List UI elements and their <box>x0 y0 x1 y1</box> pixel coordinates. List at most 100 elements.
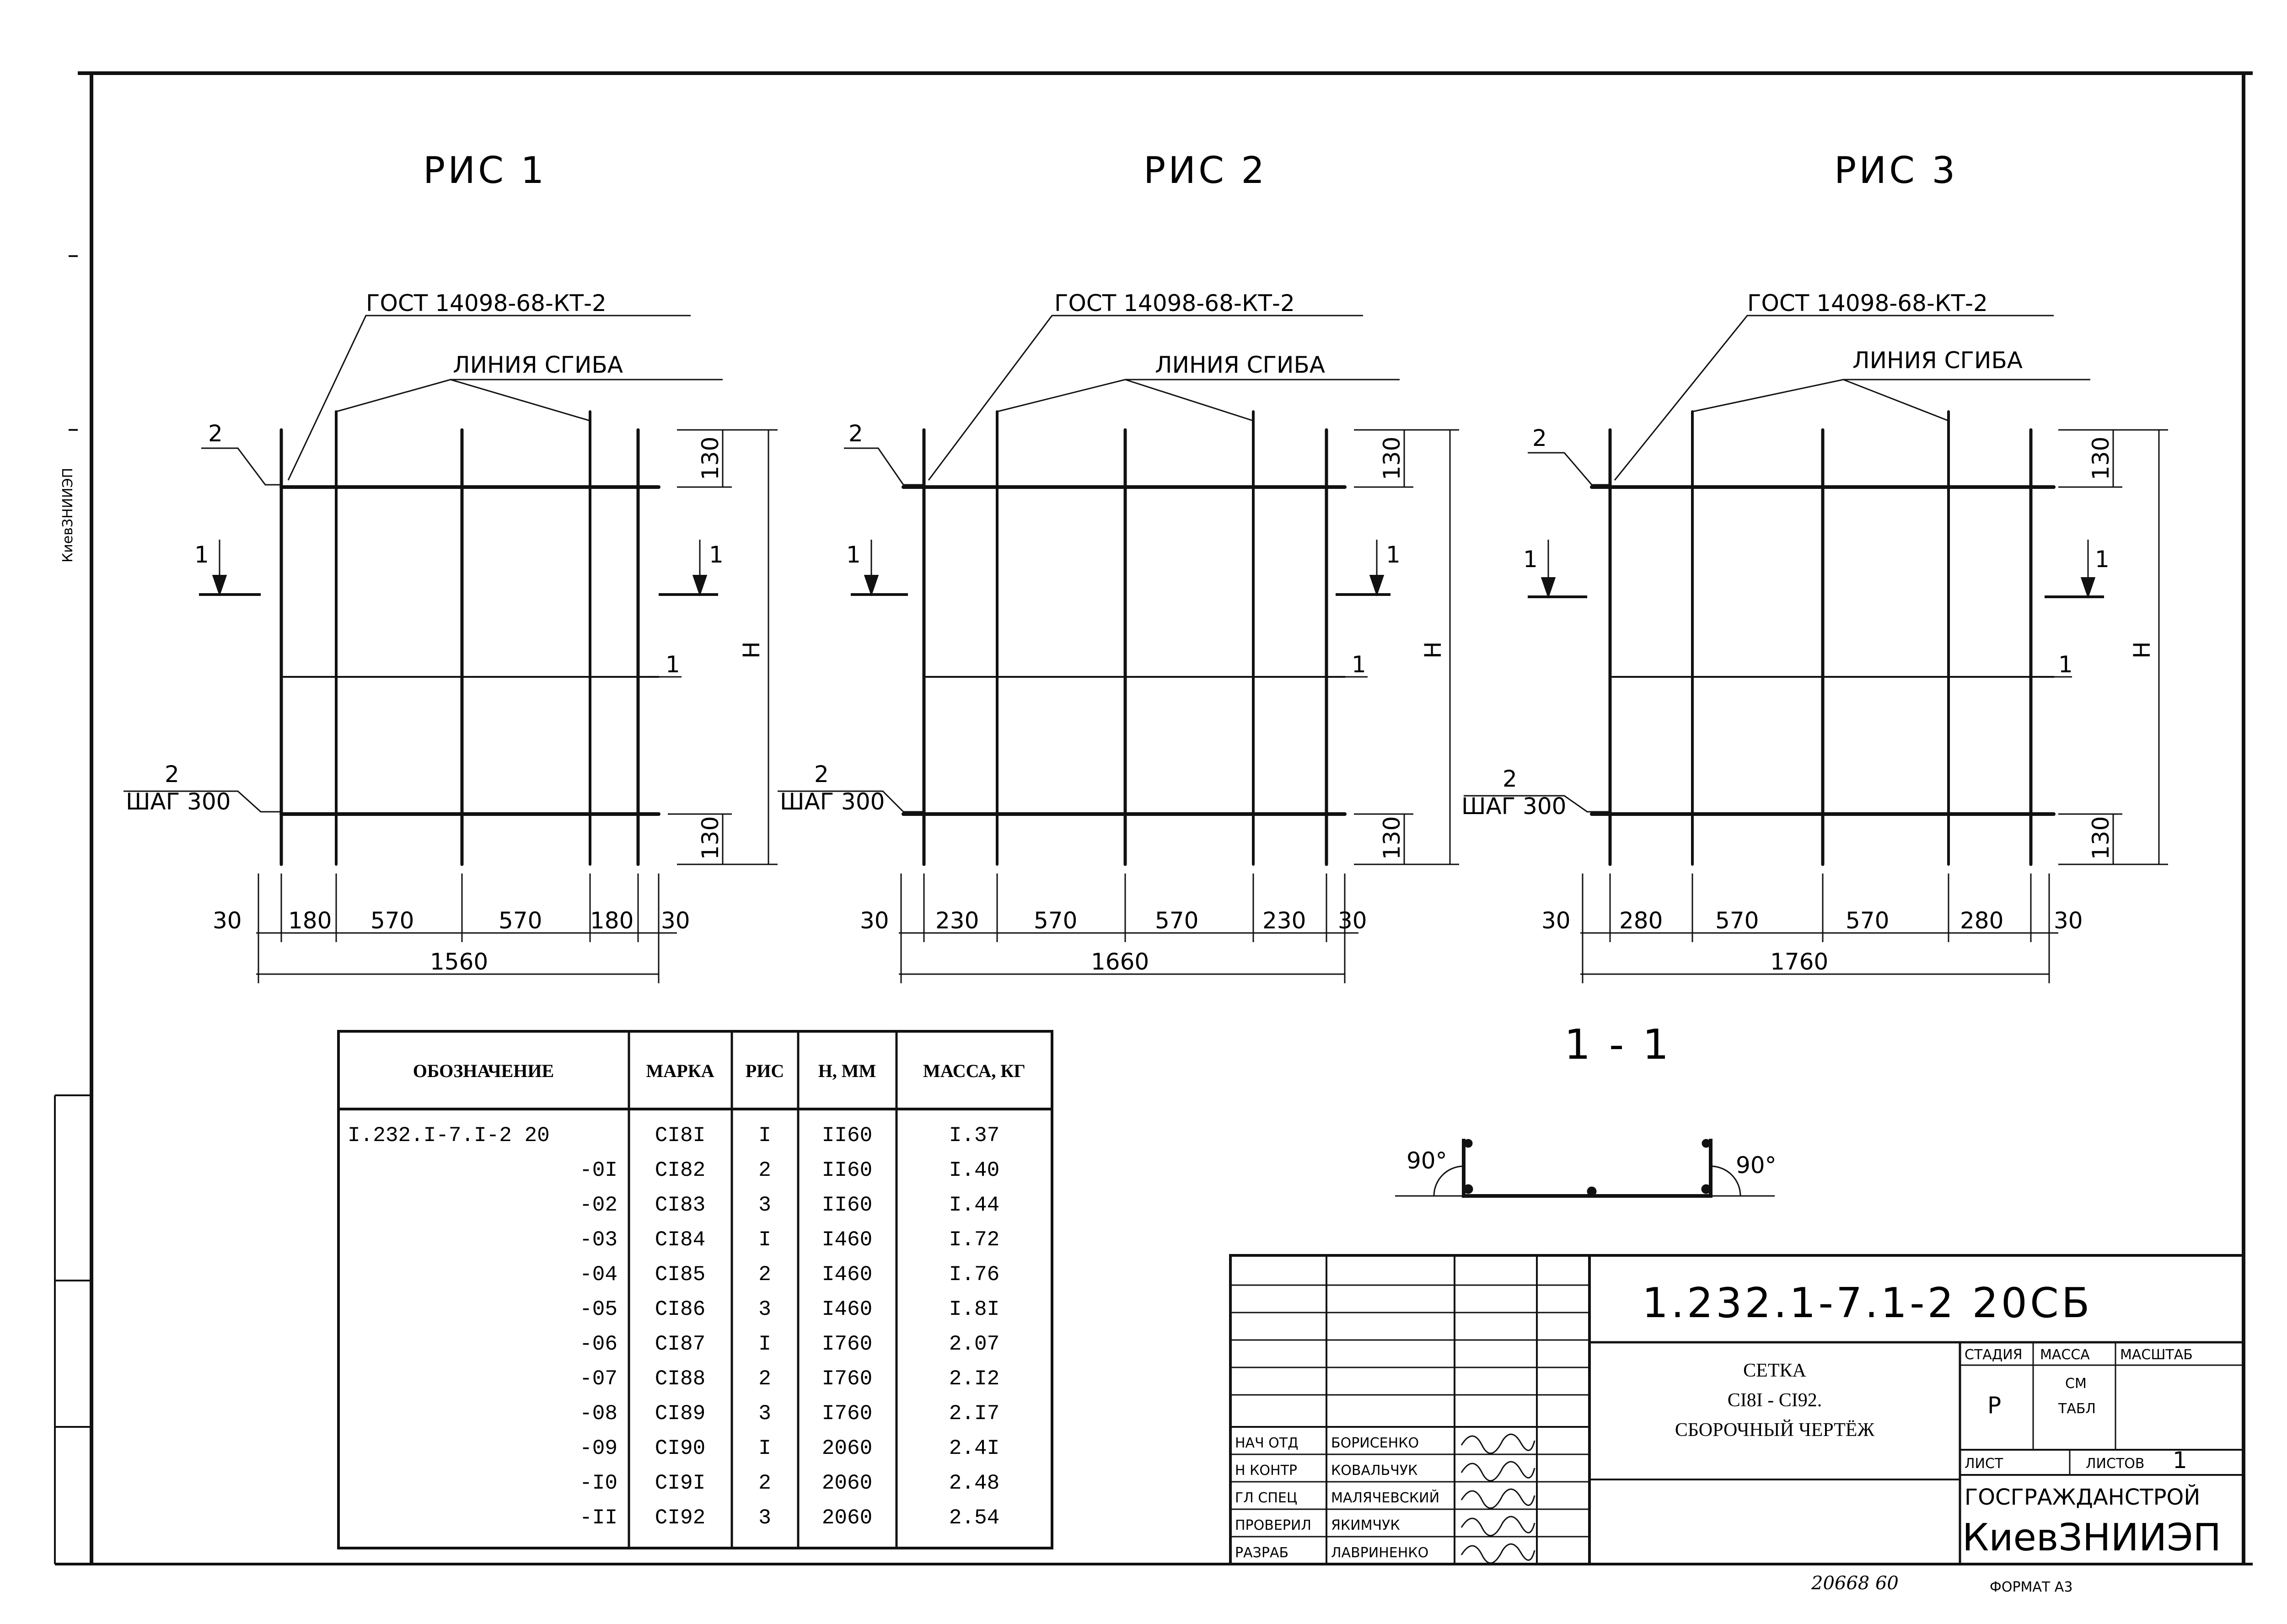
table-cell: CI84 <box>655 1228 705 1252</box>
grid-bars <box>1590 410 2056 866</box>
signature <box>1460 1488 1535 1509</box>
section-marks <box>851 540 1390 597</box>
position-2-top: 2 <box>208 420 223 447</box>
table-cell: CI8I <box>655 1124 705 1147</box>
table-cell: CI85 <box>655 1263 705 1286</box>
table-cell: -08 <box>580 1402 617 1426</box>
table-cell: -05 <box>580 1297 617 1321</box>
spec-table: ОБОЗНАЧЕНИЕ МАРКА РИС Н, ММ МАССА, КГ I.… <box>337 1030 1053 1549</box>
table-cell: -02 <box>580 1193 617 1217</box>
dim-3: 570 <box>370 907 414 934</box>
table-cell: -0I <box>580 1158 617 1182</box>
role-label: Н КОНТР <box>1235 1463 1297 1479</box>
table-cell: II60 <box>822 1124 872 1147</box>
stage-value: Р <box>1987 1392 2001 1419</box>
dim-1: 30 <box>1541 907 1571 934</box>
bend-line-label: ЛИНИЯ СГИБА <box>1155 352 1325 378</box>
section-mark-right: 1 <box>709 541 724 568</box>
vertical-dimensions <box>668 429 778 865</box>
header-designation: ОБОЗНАЧЕНИЕ <box>413 1061 554 1081</box>
table-cell: CI87 <box>655 1332 705 1356</box>
mass-value-1: СМ <box>2065 1376 2087 1392</box>
table-cell: CI82 <box>655 1158 705 1182</box>
signature <box>1460 1516 1535 1537</box>
table-cell: I760 <box>822 1332 872 1356</box>
role-label: НАЧ ОТД <box>1235 1435 1299 1451</box>
table-cell: I760 <box>822 1402 872 1426</box>
dim-4: 570 <box>1155 907 1198 934</box>
inventory-number: 20668 60 <box>1811 1573 1899 1594</box>
stage-label: СТАДИЯ <box>1965 1347 2023 1363</box>
figure-title: РИС 2 <box>1144 149 1267 192</box>
role-label: ГЛ СПЕЦ <box>1235 1490 1297 1506</box>
scale-label: МАСШТАБ <box>2120 1347 2193 1363</box>
header-figure: РИС <box>746 1061 784 1081</box>
table-cell: I.40 <box>949 1158 999 1182</box>
bend-line-label: ЛИНИЯ СГИБА <box>453 352 623 378</box>
table-cell: I.44 <box>949 1193 999 1217</box>
table-cell: I460 <box>822 1263 872 1286</box>
table-cell: I.8I <box>949 1297 999 1321</box>
signature <box>1460 1461 1535 1482</box>
dim-2: 230 <box>935 907 979 934</box>
section-marks <box>199 540 718 597</box>
dim-bottom: 130 <box>2088 816 2114 860</box>
dim-5: 280 <box>1960 907 2003 934</box>
table-cell: I.232.I-7.I-2 20 <box>348 1124 550 1147</box>
role-label: РАЗРАБ <box>1235 1545 1288 1561</box>
gost-label: ГОСТ 14098-68-КТ-2 <box>1054 290 1295 316</box>
dim-2: 280 <box>1619 907 1663 934</box>
angle-right: 90° <box>1736 1152 1777 1179</box>
section-title: 1 - 1 <box>1564 1021 1671 1069</box>
person-name: МАЛЯЧЕВСКИЙ <box>1331 1490 1439 1506</box>
dim-h: H <box>1420 641 1446 659</box>
dim-5: 180 <box>590 907 633 934</box>
table-cell: 2060 <box>822 1471 872 1495</box>
dim-2: 180 <box>288 907 332 934</box>
table-cell: I <box>758 1228 771 1252</box>
mass-value-2: ТАБЛ <box>2058 1401 2096 1417</box>
table-cell: CI89 <box>655 1402 705 1426</box>
person-name: ЛАВРИНЕНКО <box>1331 1545 1428 1561</box>
section-view: 1 - 1 90° 90° <box>1395 1021 1777 1198</box>
dim-6: 30 <box>661 907 690 934</box>
table-cell: 2060 <box>822 1436 872 1460</box>
doc-name-line-2: CI8I - CI92. <box>1728 1390 1822 1411</box>
table-cell: I.76 <box>949 1263 999 1286</box>
grid-bars <box>902 410 1347 866</box>
table-cell: 3 <box>758 1506 771 1530</box>
position-2-bottom: 2 <box>1503 766 1517 792</box>
side-stamp-marks <box>69 255 78 431</box>
figure-title: РИС 1 <box>423 149 547 192</box>
sheets-value: 1 <box>2173 1447 2187 1474</box>
dim-6: 30 <box>2054 907 2083 934</box>
position-1: 1 <box>1352 651 1366 678</box>
horizontal-dimensions <box>1580 874 2058 983</box>
table-cell: -II <box>580 1506 617 1530</box>
org-name-line-1: ГОСГРАЖДАНСТРОЙ <box>1965 1484 2200 1510</box>
table-cell: -03 <box>580 1228 617 1252</box>
dim-total: 1760 <box>1770 949 1828 975</box>
header-height: Н, ММ <box>818 1061 876 1081</box>
leaders <box>123 315 723 813</box>
signature <box>1460 1433 1535 1454</box>
table-cell: -I0 <box>580 1471 617 1495</box>
dim-1: 30 <box>860 907 889 934</box>
title-block: 1.232.1-7.1-2 20СБ СЕТКА CI8I - CI92. СБ… <box>1229 1254 2245 1565</box>
gost-label: ГОСТ 14098-68-КТ-2 <box>366 290 607 316</box>
horizontal-dimensions <box>899 874 1358 983</box>
figure-1: РИС 1 ГОСТ 14098-68-КТ-2 ЛИНИЯ СГИБА 2 1… <box>123 149 778 983</box>
table-cell: 2 <box>758 1471 771 1495</box>
org-name-line-2: КиевЗНИИЭП <box>1962 1516 2221 1560</box>
person-name: БОРИСЕНКО <box>1331 1435 1419 1451</box>
bend-line-label: ЛИНИЯ СГИБА <box>1852 347 2023 374</box>
doc-name-line-3: СБОРОЧНЫЙ ЧЕРТЁЖ <box>1675 1420 1875 1441</box>
figure-3: РИС 3 ГОСТ 14098-68-КТ-2 ЛИНИЯ СГИБА 2 1… <box>1461 149 2168 983</box>
table-cell: I760 <box>822 1367 872 1391</box>
horizontal-dimensions <box>256 874 677 983</box>
dim-1: 30 <box>213 907 242 934</box>
dim-4: 570 <box>1846 907 1889 934</box>
header-mark: МАРКА <box>646 1061 714 1081</box>
table-cell: CI92 <box>655 1506 705 1530</box>
